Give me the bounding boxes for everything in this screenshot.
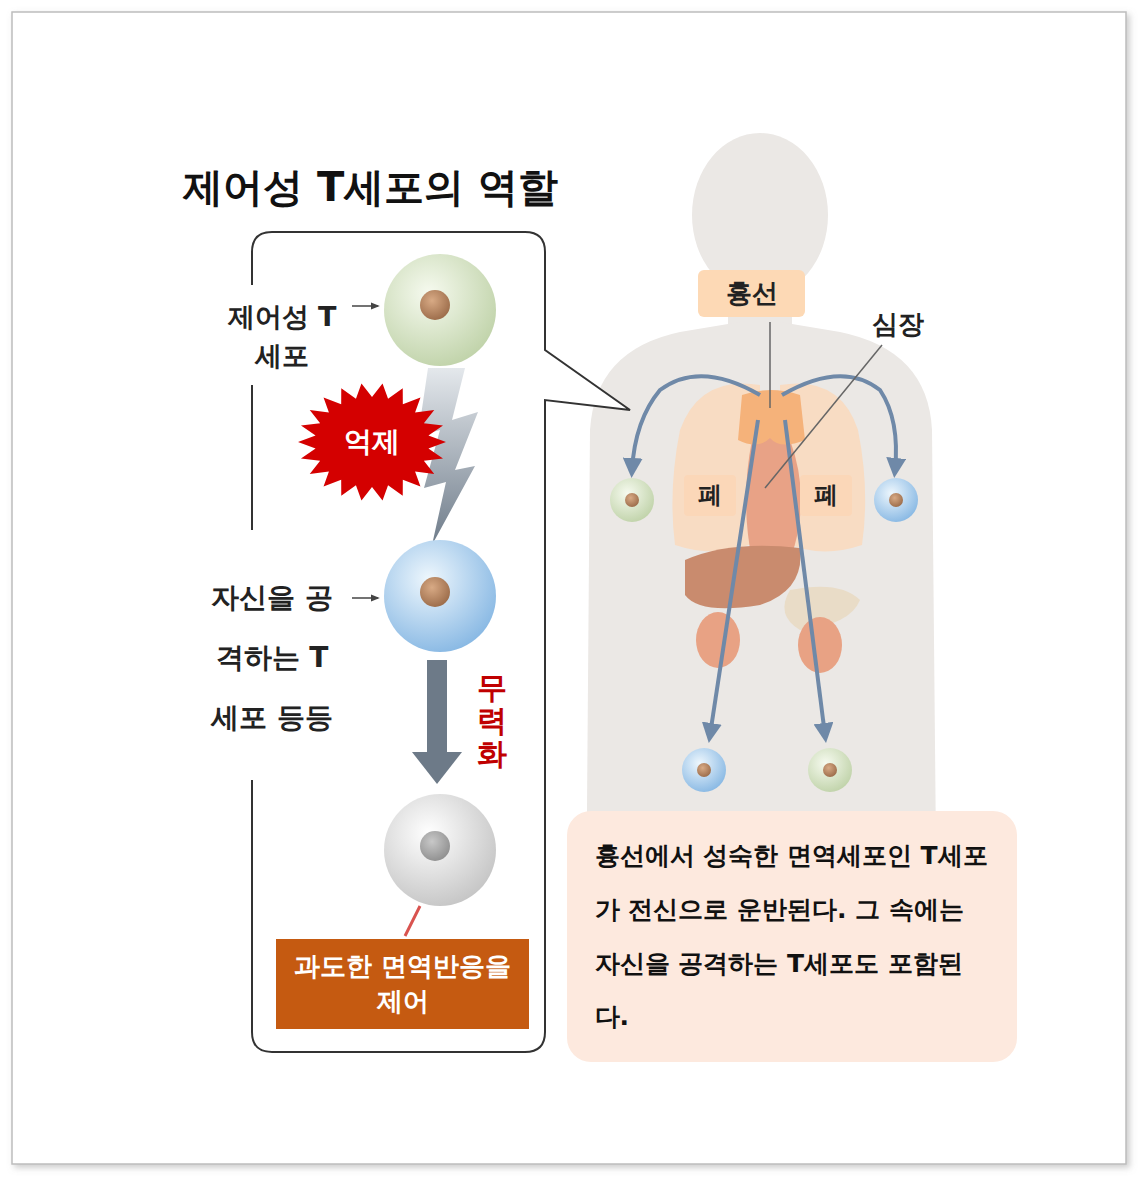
node-text: 폐	[698, 481, 722, 510]
info-box: 흉선에서 성숙한 면역세포인 T세포가 전신으로 운반된다. 그 속에는 자신을…	[567, 811, 1017, 1062]
node-text: 흉선	[726, 278, 778, 309]
node-text: 흉선에서 성숙한 면역세포인 T세포가 전신으로 운반된다. 그 속에는 자신을…	[595, 829, 990, 1044]
suppression-burst: 억제	[297, 382, 447, 502]
node-text: 과도한 면역반응을 제어	[289, 949, 517, 1019]
node-text: 억제	[344, 425, 400, 459]
organ-label: 흉선	[698, 270, 805, 317]
node-text: 폐	[814, 481, 838, 510]
cell-label: 자신을 공격하는 T세포 등등	[208, 568, 336, 749]
action-label: 무력화	[477, 671, 507, 770]
diagram-title: 제어성 T세포의 역할	[183, 160, 558, 215]
organ-label: 심장	[872, 309, 924, 340]
organ-label: 폐	[800, 475, 852, 516]
result-box: 과도한 면역반응을 제어	[276, 939, 529, 1029]
organ-label: 폐	[684, 475, 736, 516]
cell-label: 제어성 T세포	[222, 297, 342, 375]
